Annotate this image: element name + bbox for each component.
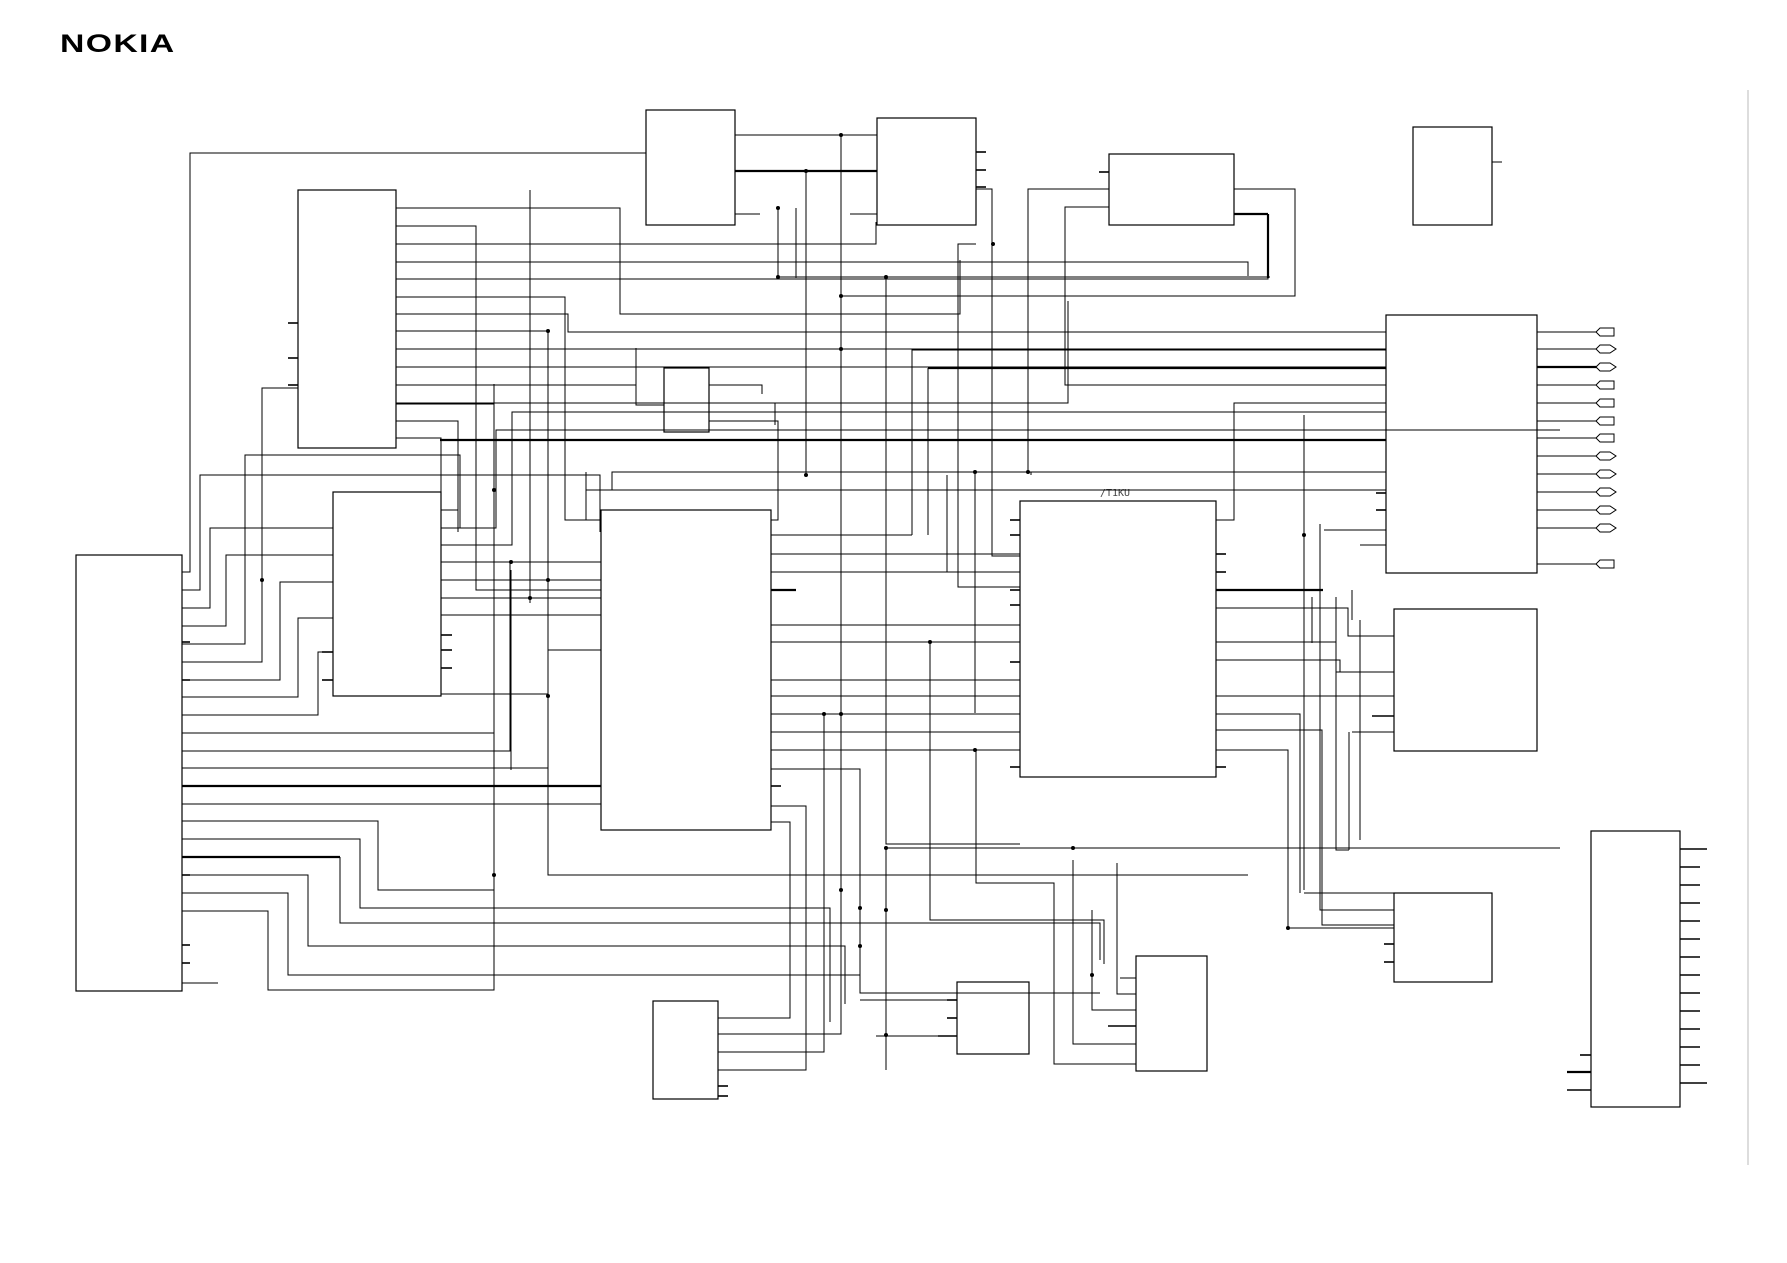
offsheet-connectors bbox=[1595, 327, 1617, 569]
top-ic-b bbox=[876, 117, 977, 226]
top-ic-a bbox=[645, 109, 736, 226]
central-ic bbox=[600, 509, 772, 831]
right-mid-ic bbox=[1393, 608, 1538, 752]
right-driver-ic bbox=[1385, 314, 1538, 574]
main-asic bbox=[1019, 500, 1217, 778]
connector-block bbox=[75, 554, 183, 992]
small-ic bbox=[663, 367, 710, 433]
top-right-ic bbox=[1412, 126, 1493, 226]
main-asic-label: /T1KU bbox=[1100, 488, 1130, 499]
middle-left-ic bbox=[332, 491, 442, 697]
upper-left-ic bbox=[297, 189, 397, 449]
junctions bbox=[260, 133, 1306, 1037]
bottom-center-ic bbox=[1135, 955, 1208, 1072]
top-ic-c bbox=[1108, 153, 1235, 226]
far-right-connector bbox=[1590, 830, 1681, 1108]
bottom-left-ic bbox=[652, 1000, 719, 1100]
nokia-logo: NOKIA bbox=[60, 30, 176, 58]
right-small-ic bbox=[1393, 892, 1493, 983]
wires bbox=[182, 134, 1707, 1097]
